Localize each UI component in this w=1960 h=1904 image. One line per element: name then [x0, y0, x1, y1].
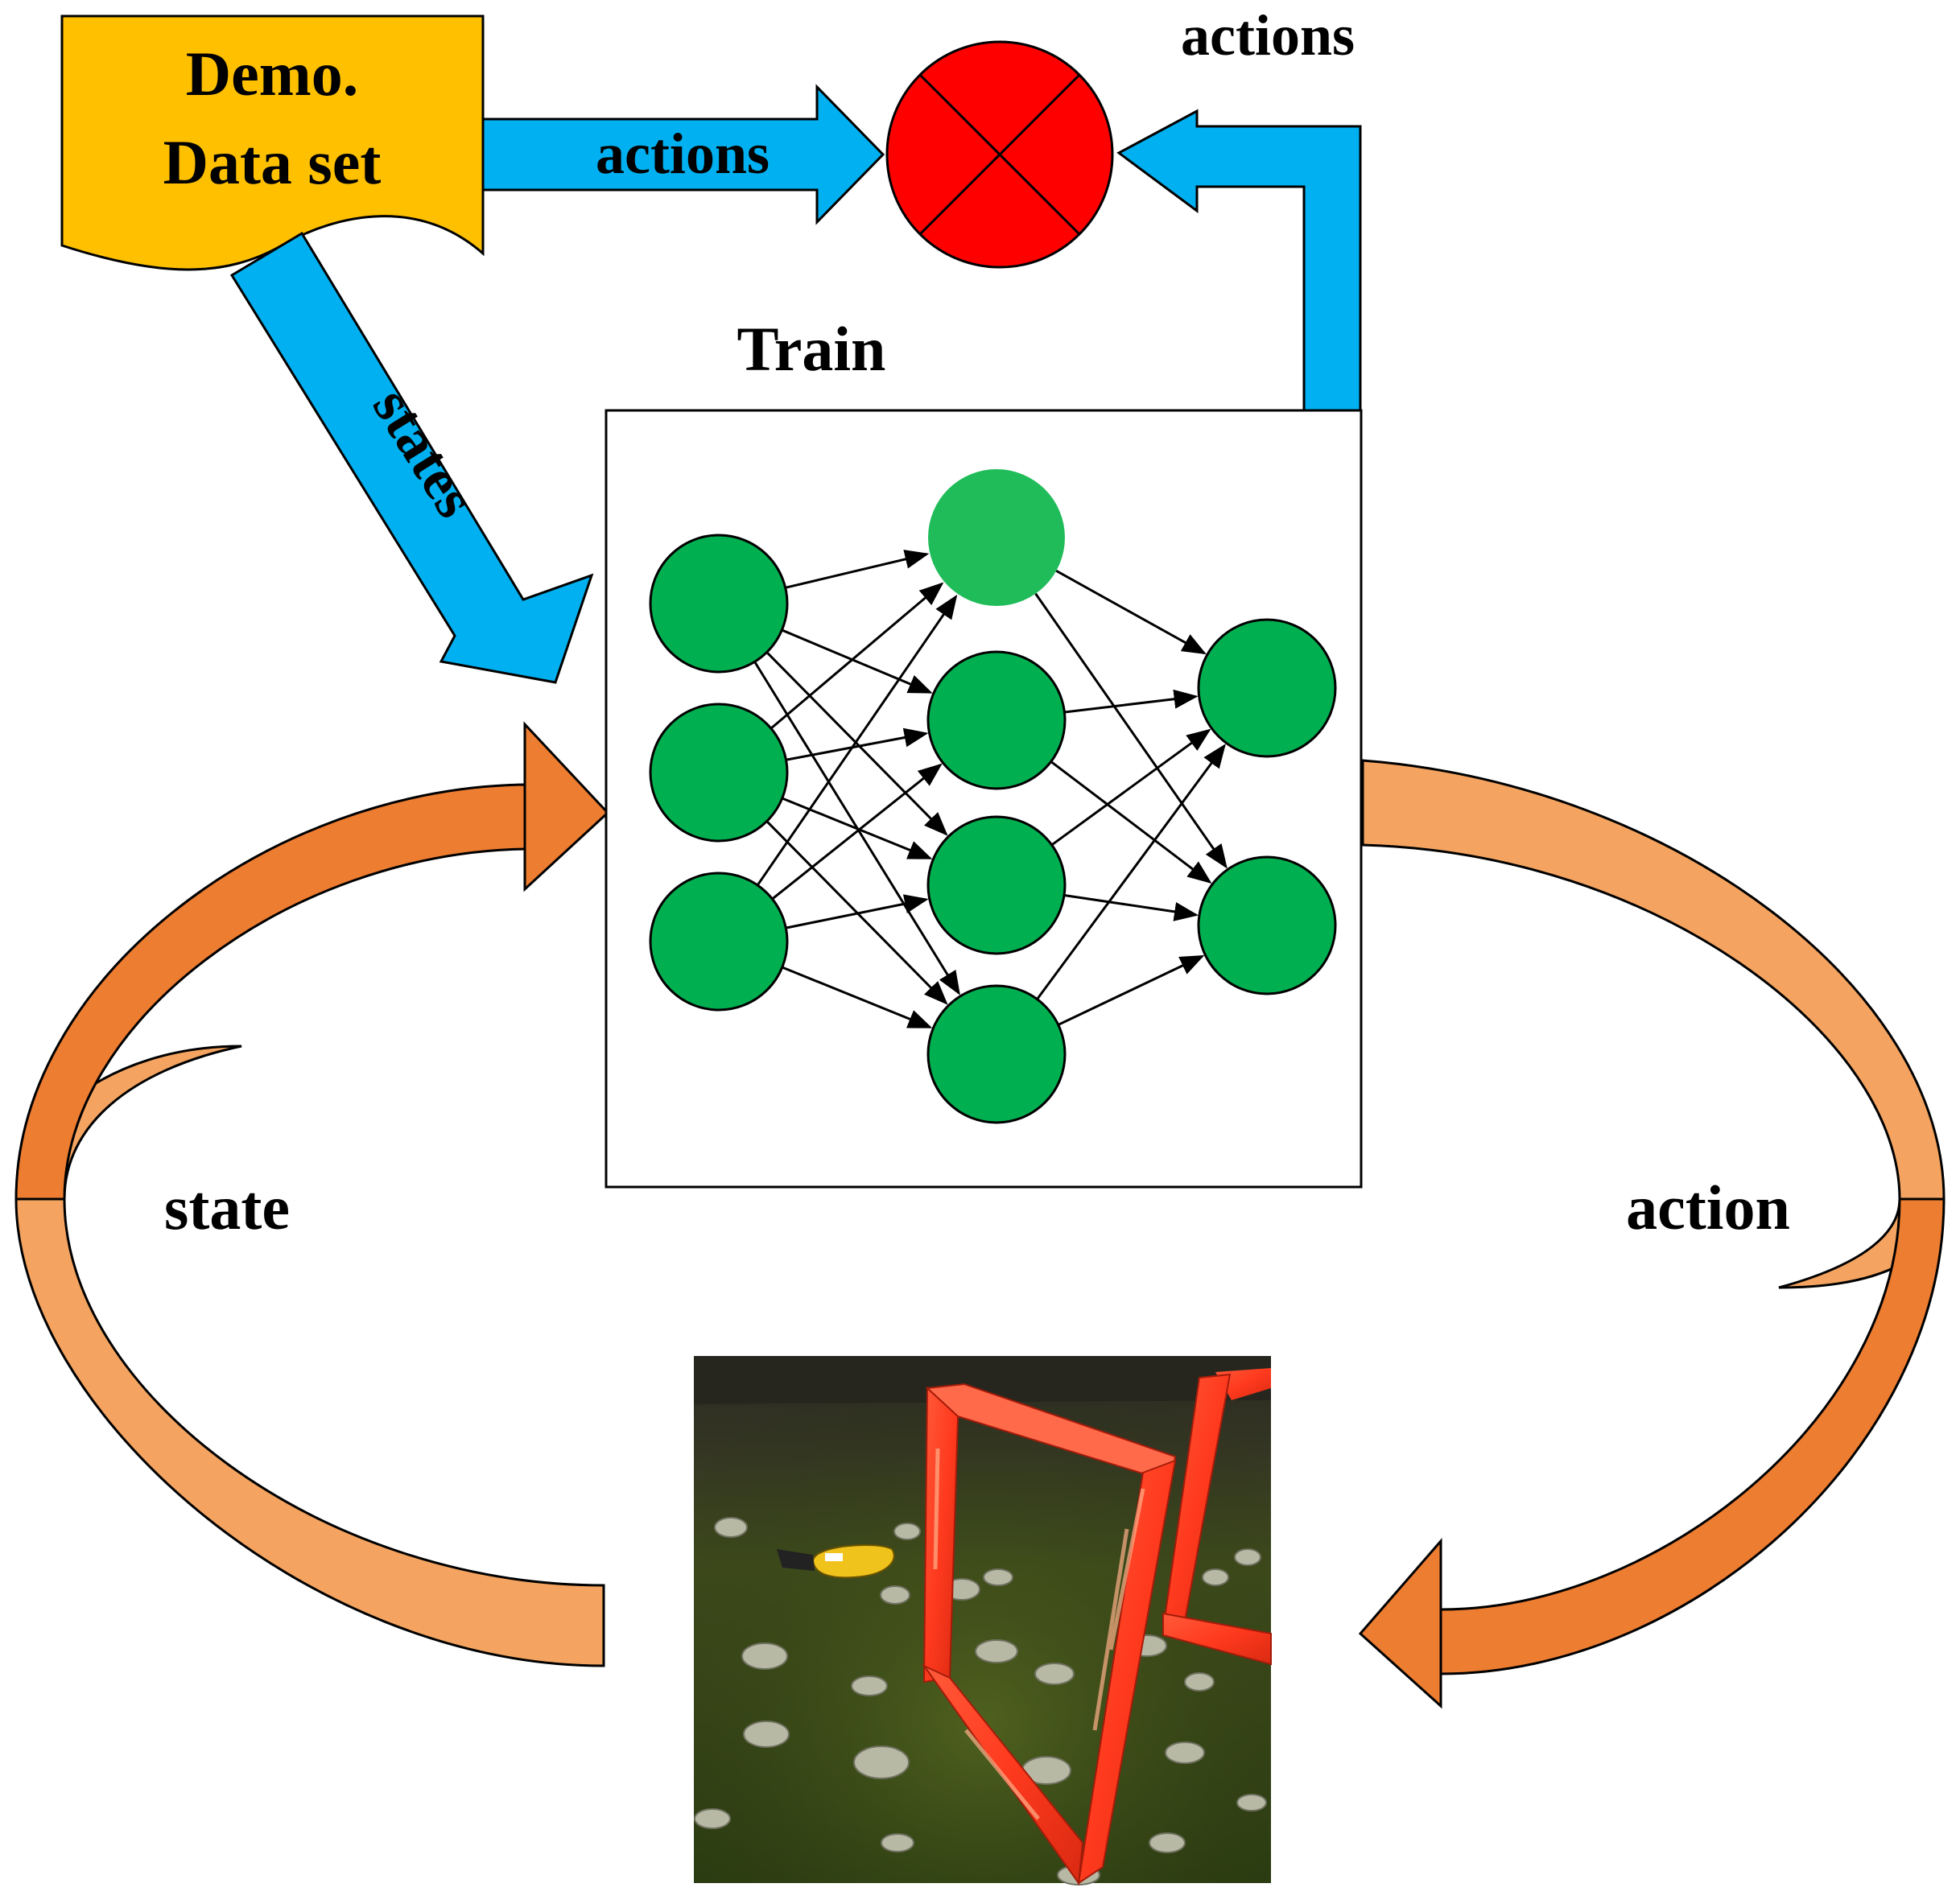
network-edge — [781, 628, 933, 694]
network-edge — [756, 594, 958, 886]
actions-arrow-label: actions — [596, 122, 770, 186]
dataset-label-line1: Demo. — [186, 39, 358, 109]
rocks — [694, 1517, 1267, 1885]
dataset-actions-arrow: actions — [481, 84, 885, 225]
neuron-layer2-4 — [926, 984, 1067, 1124]
action-label: action — [1626, 1172, 1790, 1243]
network-edge — [1034, 592, 1228, 869]
neuron-layer1-3 — [649, 872, 789, 1012]
neuron-layer3-1 — [1197, 618, 1337, 758]
neuron-layer2-3 — [926, 815, 1067, 955]
network-actions-feedback-arrow — [1116, 109, 1362, 412]
network-edge — [786, 727, 929, 761]
gate-frame-front — [921, 1383, 1177, 1885]
state-loop-arrow — [14, 721, 610, 1667]
train-label: Train — [737, 314, 886, 384]
demo-dataset-document: Demo. Data set — [60, 14, 485, 271]
neuron-layer3-2 — [1197, 855, 1337, 995]
gate-frame-back — [1162, 1368, 1272, 1666]
neuron-layer2-2 — [926, 650, 1067, 790]
network-edge — [782, 966, 933, 1028]
network-edge — [1064, 689, 1199, 714]
network-edge — [1055, 570, 1207, 655]
network-edge — [1036, 744, 1226, 1000]
comparator-circle-with-x-icon — [885, 40, 1114, 269]
neuron-layer1-1 — [649, 534, 789, 674]
network-neurons — [649, 469, 1337, 1124]
network-edge — [1063, 894, 1199, 921]
neuron-layer2-1 — [928, 469, 1065, 606]
network-edge — [785, 550, 930, 589]
network-edge — [1050, 760, 1212, 884]
dataset-label-line2: Data set — [163, 127, 382, 197]
network-edge — [770, 582, 944, 730]
state-label: state — [164, 1172, 290, 1243]
network-connections — [753, 550, 1228, 1028]
environment-simulation-image — [694, 1356, 1272, 1885]
network-edge — [771, 763, 943, 900]
states-arrow: states — [229, 231, 594, 684]
network-edge — [1058, 954, 1205, 1026]
action-loop-arrow — [1358, 759, 1946, 1709]
neuron-layer1-2 — [649, 703, 789, 843]
network-edge — [786, 894, 929, 929]
robot — [777, 1544, 895, 1579]
network-edge — [782, 797, 933, 859]
actions-top-label: actions — [1181, 3, 1355, 68]
network-edge — [1050, 728, 1211, 847]
network-edge — [765, 820, 948, 1005]
